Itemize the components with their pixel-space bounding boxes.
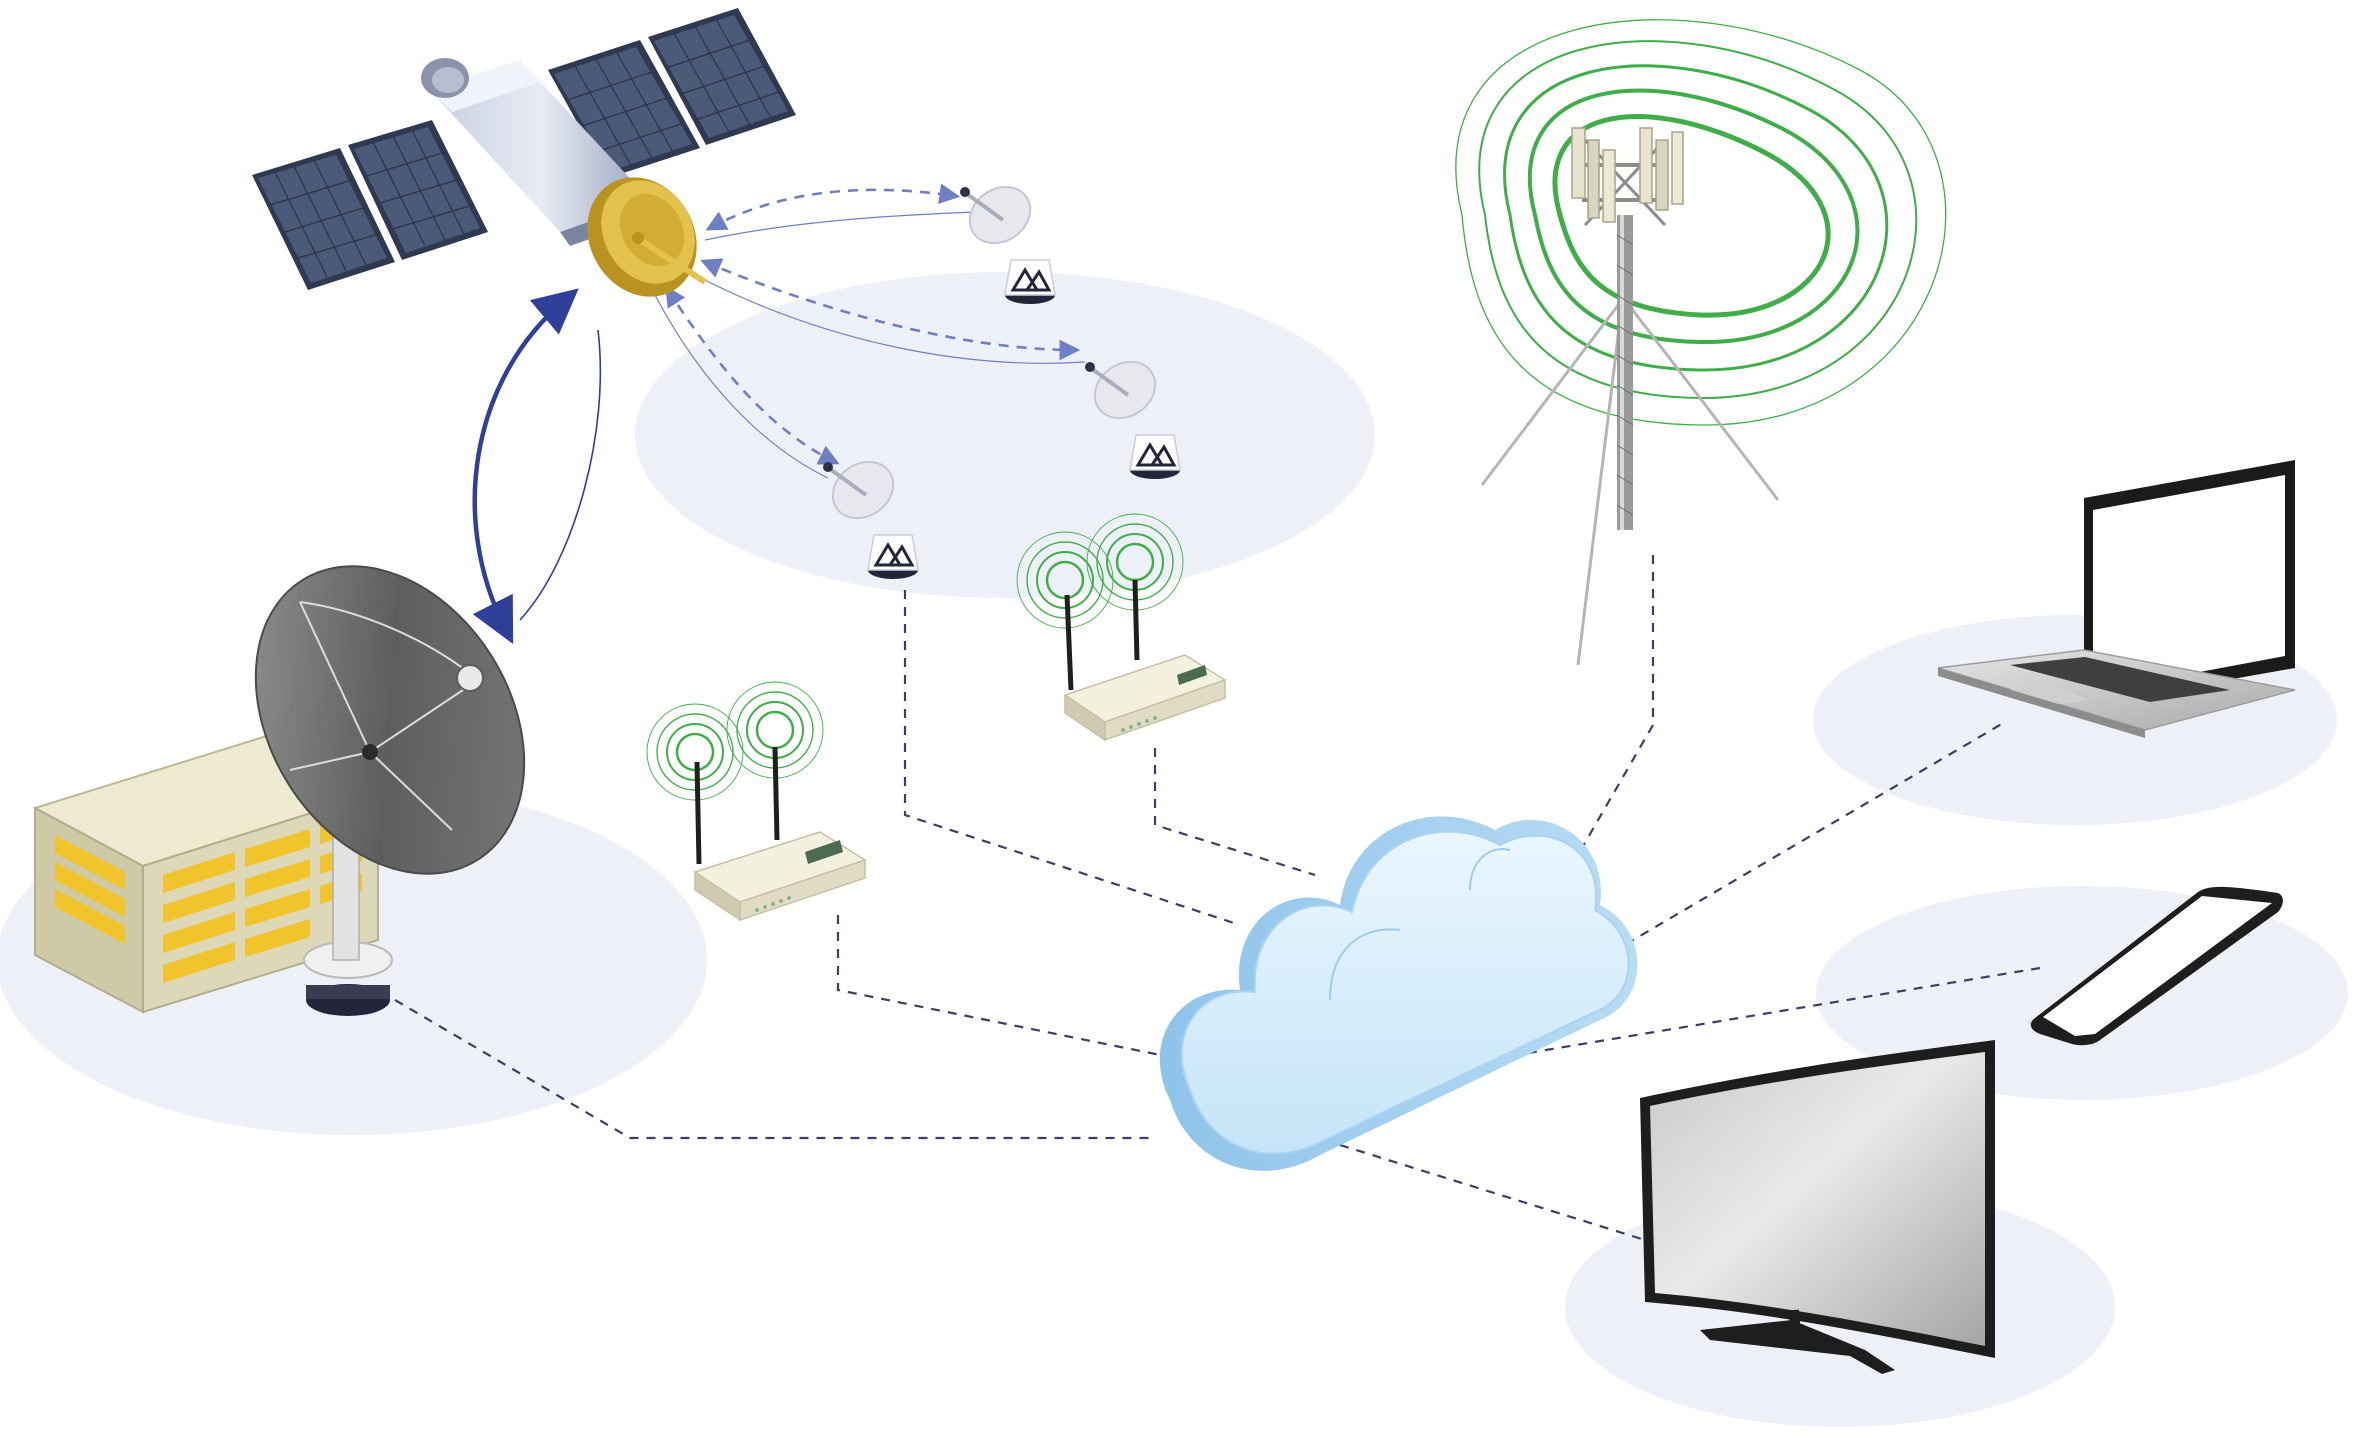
satellite-ground-links-thin <box>654 211 1086 479</box>
cloud-face <box>1180 830 1630 1155</box>
link-satellite-dish3 <box>665 285 840 465</box>
teleport-dish-reflector <box>254 565 526 875</box>
router-2 <box>1016 513 1227 742</box>
tv-stand <box>1700 1320 1895 1374</box>
link-satellite-teleport-return <box>519 329 602 621</box>
solar-panel-left <box>252 120 488 290</box>
link-cloud-laptop <box>1581 721 2006 971</box>
smartphone <box>2028 886 2283 1046</box>
return-dish3 <box>654 294 829 479</box>
router-1-signal <box>646 681 824 801</box>
ground-dish-3 <box>823 460 919 579</box>
smartphone-screen <box>2043 896 2272 1036</box>
router-1 <box>646 681 867 922</box>
solar-panel-right <box>548 8 796 178</box>
link-dish3-cloud <box>903 590 1241 927</box>
return-dish2 <box>694 274 1086 364</box>
ground-dish-2 <box>1085 360 1181 479</box>
link-satellite-dish1 <box>705 183 961 231</box>
link-tower-cloud <box>1574 555 1655 861</box>
link-teleport-cloud <box>394 999 1150 1140</box>
tower-guy-wires <box>1480 299 1780 666</box>
satellite-main-link <box>472 288 602 645</box>
link-cloud-television <box>1339 1143 1646 1242</box>
laptop-screen <box>2093 475 2285 692</box>
laptop-touchpad <box>2005 685 2090 707</box>
tower-signal-rings <box>1455 19 1947 426</box>
link-router2-cloud <box>1153 748 1316 877</box>
return-dish1 <box>704 211 976 241</box>
tower-mast <box>1616 215 1634 530</box>
satellite-dish <box>587 177 707 297</box>
link-satellite-teleport <box>472 288 579 645</box>
link-cloud-smartphone <box>1527 966 2041 1055</box>
ground-dish-1 <box>960 185 1056 304</box>
tv-screen <box>1650 1052 1985 1346</box>
cell-tower <box>1455 19 1947 666</box>
teleport-dish <box>254 565 526 1016</box>
cloud <box>1159 816 1638 1171</box>
laptop <box>1937 460 2296 738</box>
satellite-ground-links <box>665 183 1081 465</box>
television <box>1640 1040 1995 1374</box>
cloud-links <box>394 555 2041 1242</box>
platform-ground-stations <box>635 272 1375 598</box>
laptop-keyboard <box>2010 657 2230 702</box>
link-router1-cloud <box>836 915 1201 1065</box>
satellite <box>252 8 796 297</box>
building-windows-left <box>55 835 125 944</box>
tower-antennas <box>1571 127 1684 227</box>
